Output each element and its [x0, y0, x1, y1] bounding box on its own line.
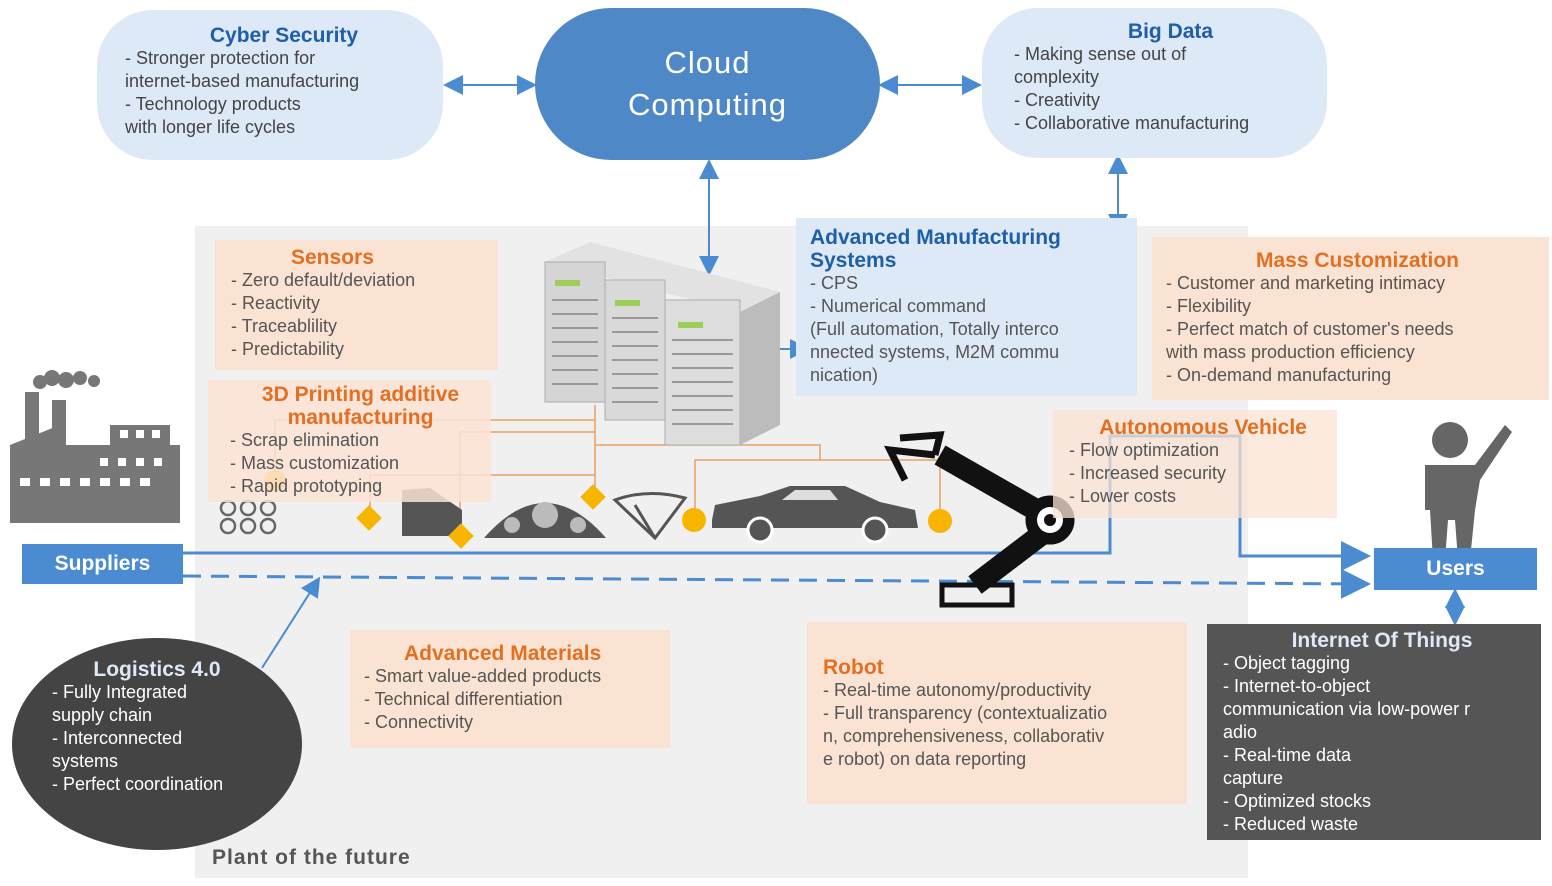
robot-line: - Real-time autonomy/productivity	[823, 680, 1092, 700]
ams-line: (Full automation, Totally interco	[810, 319, 1059, 339]
bigdata-line: - Collaborative manufacturing	[1014, 113, 1250, 133]
robot-line: e robot) on data reporting	[823, 749, 1027, 769]
robot-arm-icon	[883, 431, 1075, 608]
mass-line: with mass production efficiency	[1166, 342, 1415, 362]
flow-line-dashed	[182, 568, 1371, 599]
autonomous-vehicle-box: Autonomous Vehicle - Flow optimization -…	[1053, 410, 1337, 518]
materials-line: - Connectivity	[364, 712, 474, 732]
users-label: Users	[1374, 548, 1537, 590]
autonomous-vehicle-title: Autonomous Vehicle	[1099, 416, 1307, 439]
rings-icon	[219, 499, 277, 535]
mass-line: - Perfect match of customer's needs	[1166, 319, 1454, 339]
person-icon	[1425, 422, 1512, 560]
cyber-security-title: Cyber Security	[209, 24, 359, 47]
logistics-line: - Fully Integrated	[52, 682, 188, 702]
logistics-line: - Perfect coordination	[52, 774, 224, 794]
3d-printing-title-1: 3D Printing additive	[261, 383, 460, 406]
iot-line: communication via low-power r	[1223, 699, 1471, 719]
printing-line: - Scrap elimination	[230, 430, 380, 450]
cyber-line: internet-based manufacturing	[125, 71, 360, 91]
ams-line: - Numerical command	[810, 296, 987, 316]
ams-line: nnected systems, M2M commu	[810, 342, 1060, 362]
logistics-arrow	[261, 576, 321, 669]
advanced-materials-title: Advanced Materials	[404, 642, 602, 665]
mass-line: - Customer and marketing intimacy	[1166, 273, 1446, 293]
server-icon	[544, 242, 780, 446]
sensors-line: - Predictability	[231, 339, 345, 359]
big-data-bubble: Big Data - Making sense out of complexit…	[982, 8, 1327, 158]
iot-line: adio	[1223, 722, 1258, 742]
logistics-line: supply chain	[52, 705, 153, 725]
mass-customization-title: Mass Customization	[1255, 249, 1460, 272]
iot-line: capture	[1223, 768, 1284, 788]
ams-line: - CPS	[810, 273, 859, 293]
cyber-line: - Stronger protection for	[125, 48, 316, 68]
big-data-title: Big Data	[1127, 20, 1214, 43]
bigdata-line: - Creativity	[1014, 90, 1101, 110]
sensors-line: - Reactivity	[231, 293, 321, 313]
sensors-line: - Zero default/deviation	[231, 270, 416, 290]
iot-line: - Object tagging	[1223, 653, 1351, 673]
cloud-computing-node: Cloud Computing	[535, 8, 880, 160]
logistics-line: - Interconnected	[52, 728, 183, 748]
suppliers-label: Suppliers	[22, 544, 183, 584]
logistics-title: Logistics 4.0	[93, 658, 221, 681]
robot-line: - Full transparency (contextualizatio	[823, 703, 1108, 723]
sensors-line: - Traceablility	[231, 316, 338, 336]
bigdata-line: complexity	[1014, 67, 1100, 87]
auto-line: - Increased security	[1069, 463, 1227, 483]
iot-title: Internet Of Things	[1291, 629, 1473, 652]
printing-line: - Mass customization	[230, 453, 400, 473]
sensors-title: Sensors	[291, 246, 374, 269]
factory-icon	[10, 370, 180, 523]
advanced-materials-box: Advanced Materials - Smart value-added p…	[350, 630, 670, 748]
cloud-line-2: Computing	[628, 87, 787, 122]
iot-line: - Optimized stocks	[1223, 791, 1372, 811]
materials-line: - Smart value-added products	[364, 666, 602, 686]
auto-line: - Flow optimization	[1069, 440, 1220, 460]
ams-title-1: Advanced Manufacturing	[810, 226, 1061, 249]
ams-title-2: Systems	[810, 249, 897, 272]
plant-label: Plant of the future	[212, 846, 411, 869]
wiper-icon	[612, 491, 688, 541]
mass-customization-box: Mass Customization - Customer and market…	[1152, 237, 1549, 400]
bigdata-line: - Making sense out of	[1014, 44, 1187, 64]
car-icon	[712, 486, 918, 544]
iot-line: - Reduced waste	[1223, 814, 1359, 834]
materials-line: - Technical differentiation	[364, 689, 563, 709]
logistics-ellipse: Logistics 4.0 - Fully Integrated supply …	[12, 638, 302, 850]
iot-box: Internet Of Things - Object tagging - In…	[1207, 624, 1541, 840]
auto-line: - Lower costs	[1069, 486, 1177, 506]
sensors-box: Sensors - Zero default/deviation - React…	[215, 240, 498, 370]
mass-line: - Flexibility	[1166, 296, 1252, 316]
iot-line: - Real-time data	[1223, 745, 1352, 765]
mass-line: - On-demand manufacturing	[1166, 365, 1392, 385]
cyber-security-bubble: Cyber Security - Stronger protection for…	[97, 10, 443, 160]
3d-printing-box: 3D Printing additive manufacturing - Scr…	[208, 380, 491, 502]
cyber-line: with longer life cycles	[125, 117, 296, 137]
dashboard-icon	[484, 502, 606, 538]
robot-title: Robot	[823, 656, 884, 679]
iot-line: - Internet-to-object	[1223, 676, 1371, 696]
robot-box: Robot - Real-time autonomy/productivity …	[807, 622, 1187, 804]
3d-printing-title-2: manufacturing	[287, 406, 434, 429]
logistics-line: systems	[52, 751, 119, 771]
ams-line: nication)	[810, 365, 879, 385]
printing-line: - Rapid prototyping	[230, 476, 383, 496]
cyber-line: - Technology products	[125, 94, 301, 114]
robot-line: n, comprehensiveness, collaborativ	[823, 726, 1105, 746]
ams-box: Advanced Manufacturing Systems - CPS - N…	[796, 218, 1137, 396]
cloud-line-1: Cloud	[664, 45, 751, 80]
